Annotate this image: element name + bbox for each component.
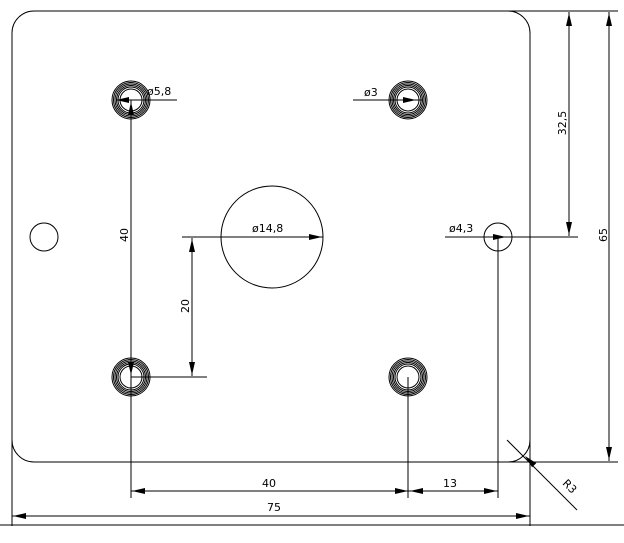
dim-text-65: 65 <box>597 228 610 242</box>
dim-arrow-down-icon <box>566 222 572 235</box>
dim-arrow-right-icon <box>484 488 497 494</box>
leader-hole-right: ø4,3 <box>445 222 578 240</box>
leader-arrow-icon <box>493 234 506 240</box>
extension-lines <box>130 100 499 498</box>
dim-horizontal-hole-spacing-40-and-13: 40 13 <box>131 477 498 494</box>
hole-left-small <box>29 222 59 252</box>
leader-hole-top-right: ø3 <box>353 86 423 103</box>
label-hole-top-left-diameter: ø5,8 <box>147 85 171 98</box>
dim-top-edge-to-side-hole-32-5: 32,5 <box>556 12 572 236</box>
dim-text-vertical-40: 40 <box>118 228 131 242</box>
leader-arrow-icon <box>525 456 537 468</box>
dim-arrow-up-icon <box>606 13 612 26</box>
label-center-hole-diameter: ø14,8 <box>252 222 283 235</box>
dim-text-32-5: 32,5 <box>556 111 569 136</box>
dim-text-13: 13 <box>443 477 457 490</box>
leader-arrow-icon <box>403 97 416 103</box>
label-corner-radius: R3 <box>560 477 580 497</box>
dim-vertical-hole-spacing-40: 40 <box>118 102 134 375</box>
dim-arrow-up-icon <box>566 13 572 26</box>
dim-arrow-left-icon <box>132 488 145 494</box>
label-side-hole-diameter: ø4,3 <box>449 222 473 235</box>
leader-hole-center: ø14,8 <box>182 222 323 240</box>
corner-arc-bottom-left <box>11 439 35 463</box>
dim-text-horizontal-40: 40 <box>262 477 276 490</box>
corner-arc-bottom-right <box>507 439 531 463</box>
dim-arrow-left-icon <box>13 513 26 519</box>
dim-arrow-down-icon <box>606 447 612 460</box>
dim-arrow-left-icon <box>410 488 423 494</box>
dim-text-20: 20 <box>179 299 192 313</box>
dim-arrow-down-icon <box>128 362 134 375</box>
leader-hole-top-left: ø5,8 <box>116 85 177 103</box>
leader-corner-radius: R3 <box>506 439 580 511</box>
dim-arrow-up-icon <box>128 102 134 115</box>
label-hole-top-right-diameter: ø3 <box>364 86 378 99</box>
dim-center-to-bottom-hole-20: 20 <box>179 238 195 376</box>
leader-arrow-icon <box>116 97 129 103</box>
dim-text-75: 75 <box>267 501 281 514</box>
dim-plate-height-65: 65 <box>597 12 612 461</box>
corner-arc-top-right <box>507 10 531 34</box>
leader-line <box>506 439 578 511</box>
dim-arrow-right-icon <box>516 513 529 519</box>
dim-arrow-up-icon <box>189 239 195 252</box>
dim-arrow-right-icon <box>395 488 408 494</box>
corner-arc-top-left <box>11 10 35 34</box>
dim-arrow-down-icon <box>189 362 195 375</box>
dim-plate-width-75: 75 <box>12 501 530 519</box>
leader-arrow-icon <box>309 234 322 240</box>
